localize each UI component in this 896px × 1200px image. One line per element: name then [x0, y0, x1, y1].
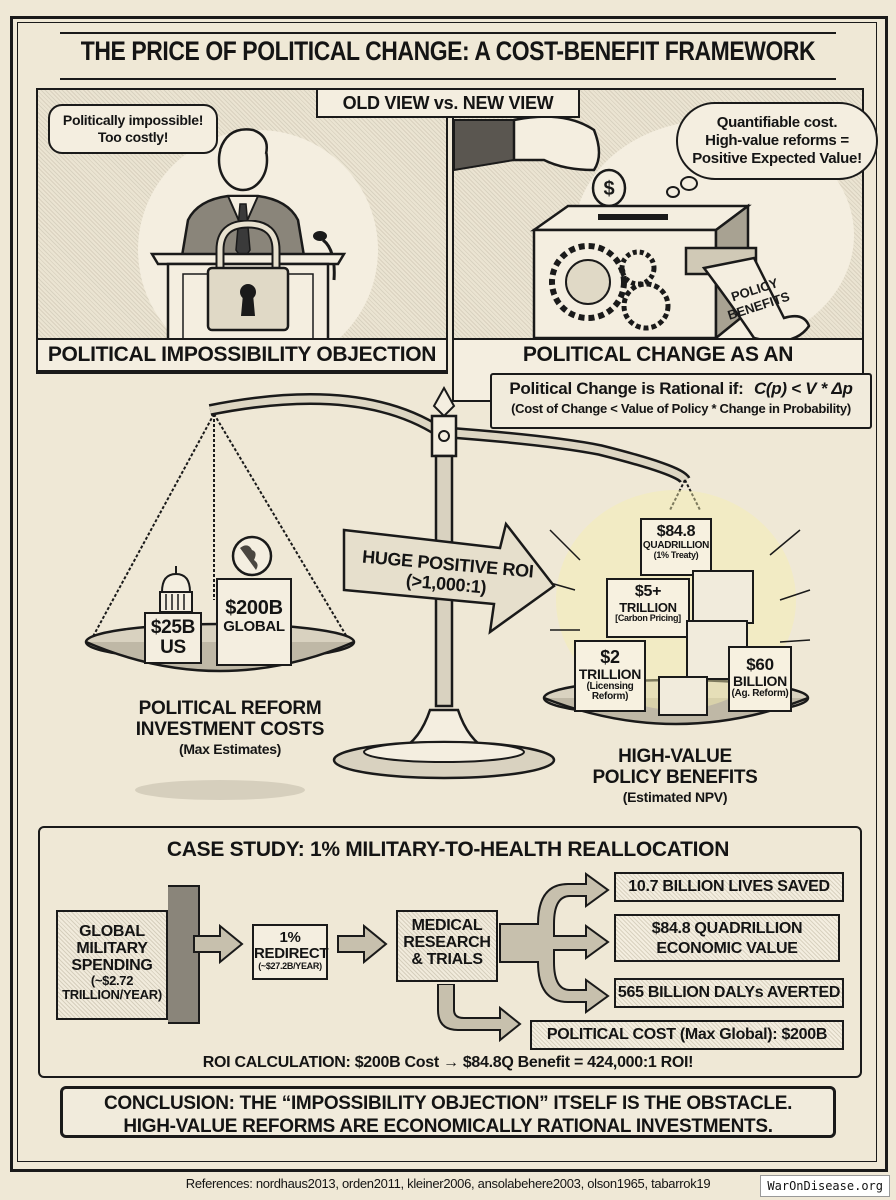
- formula-label: Political Change is Rational if:: [509, 379, 744, 398]
- outer-frame: [10, 16, 888, 1172]
- flow-redirect: 1% REDIRECT (~$27.2B/YEAR): [252, 924, 329, 980]
- costs-label: POLITICAL REFORM INVESTMENT COSTS (Max E…: [135, 698, 325, 757]
- us-cost-label: US: [160, 636, 186, 658]
- case-study-title: CASE STUDY: 1% MILITARY-TO-HEALTH REALLO…: [166, 838, 730, 861]
- roi-arrow-icon: [342, 521, 556, 635]
- inner-frame: [17, 22, 877, 1162]
- thought-dot: [666, 186, 680, 198]
- global-cost-amount: $200B: [225, 597, 283, 619]
- political-cost-box: POLITICAL COST (Max Global): $200B: [530, 1020, 844, 1050]
- us-cost-cube: $25B US: [144, 566, 206, 668]
- benefit-cube-blank: [692, 570, 754, 624]
- new-view-panel: $ Quantifiable cost. High-value reforms …: [452, 88, 878, 402]
- padlock-icon: [206, 220, 290, 332]
- svg-text:$: $: [603, 178, 614, 200]
- benefit-cube-ag: $60 BILLION (Ag. Reform): [728, 646, 792, 712]
- title-rule-top: [60, 32, 836, 34]
- thought-cloud: Quantifiable cost. High-value reforms = …: [676, 102, 878, 180]
- speech-bubble: Politically impossible! Too costly!: [48, 104, 218, 154]
- conclusion-banner: CONCLUSION: THE “IMPOSSIBILITY OBJECTION…: [60, 1086, 836, 1138]
- cube-side: [168, 885, 200, 1024]
- old-view-panel: Politically impossible! Too costly! POLI…: [36, 88, 448, 374]
- flow-arrow-icon: [337, 924, 388, 964]
- formula-box: Political Change is Rational if: C(p) < …: [490, 373, 872, 429]
- flow-medical-research: MEDICAL RESEARCH & TRIALS: [396, 910, 498, 982]
- global-cost-cube: $200B GLOBAL: [216, 535, 296, 670]
- benefit-cube-carbon: $5+ TRILLION [Carbon Pricing]: [606, 578, 690, 638]
- formula-explanation: (Cost of Change < Value of Policy * Chan…: [511, 401, 851, 416]
- page-title: THE PRICE OF POLITICAL CHANGE: A COST-BE…: [80, 36, 816, 66]
- comparison-tag: OLD VIEW vs. NEW VIEW: [316, 88, 580, 118]
- hand-coin-icon: $: [454, 115, 627, 208]
- benefits-label: HIGH-VALUE POLICY BENEFITS (Estimated NP…: [592, 746, 758, 805]
- capitol-dome-icon: [159, 566, 193, 613]
- benefit-cube-treaty: $84.8 QUADRILLION (1% Treaty): [640, 518, 712, 576]
- benefit-cube-licensing: $2 TRILLION (Licensing Reform): [574, 640, 646, 712]
- outcome-economic-value: $84.8 QUADRILLION ECONOMIC VALUE: [614, 914, 840, 962]
- cost-arrow-icon: [437, 984, 522, 1043]
- benefit-cube-blank: [658, 676, 708, 716]
- us-cost-amount: $25B: [150, 617, 196, 638]
- title-rule-bottom: [60, 78, 836, 80]
- globe-icon: [231, 535, 273, 577]
- global-cost-label: GLOBAL: [223, 618, 285, 635]
- receipt-scroll-icon: POLICY BENEFITS: [684, 246, 811, 343]
- outcome-lives-saved: 10.7 BILLION LIVES SAVED: [614, 872, 844, 902]
- flow-arrow-icon: [193, 924, 244, 964]
- case-study-panel: [38, 826, 862, 1078]
- flow-military-spending: GLOBAL MILITARY SPENDING (~$2.72 TRILLIO…: [56, 910, 168, 1020]
- old-view-caption: POLITICAL IMPOSSIBILITY OBJECTION: [36, 338, 448, 372]
- formula-math: C(p) < V * Δp: [753, 379, 853, 398]
- thought-dot: [680, 176, 698, 191]
- branch-arrows-icon: [499, 872, 610, 1014]
- outcome-dalys-averted: 565 BILLION DALYs AVERTED: [614, 978, 844, 1008]
- roi-calculation: ROI CALCULATION: $200B Cost → $84.8Q Ben…: [202, 1054, 694, 1071]
- watermark-link[interactable]: WarOnDisease.org: [760, 1175, 890, 1197]
- shadow: [135, 780, 305, 800]
- references: References: nordhaus2013, orden2011, kle…: [185, 1176, 711, 1191]
